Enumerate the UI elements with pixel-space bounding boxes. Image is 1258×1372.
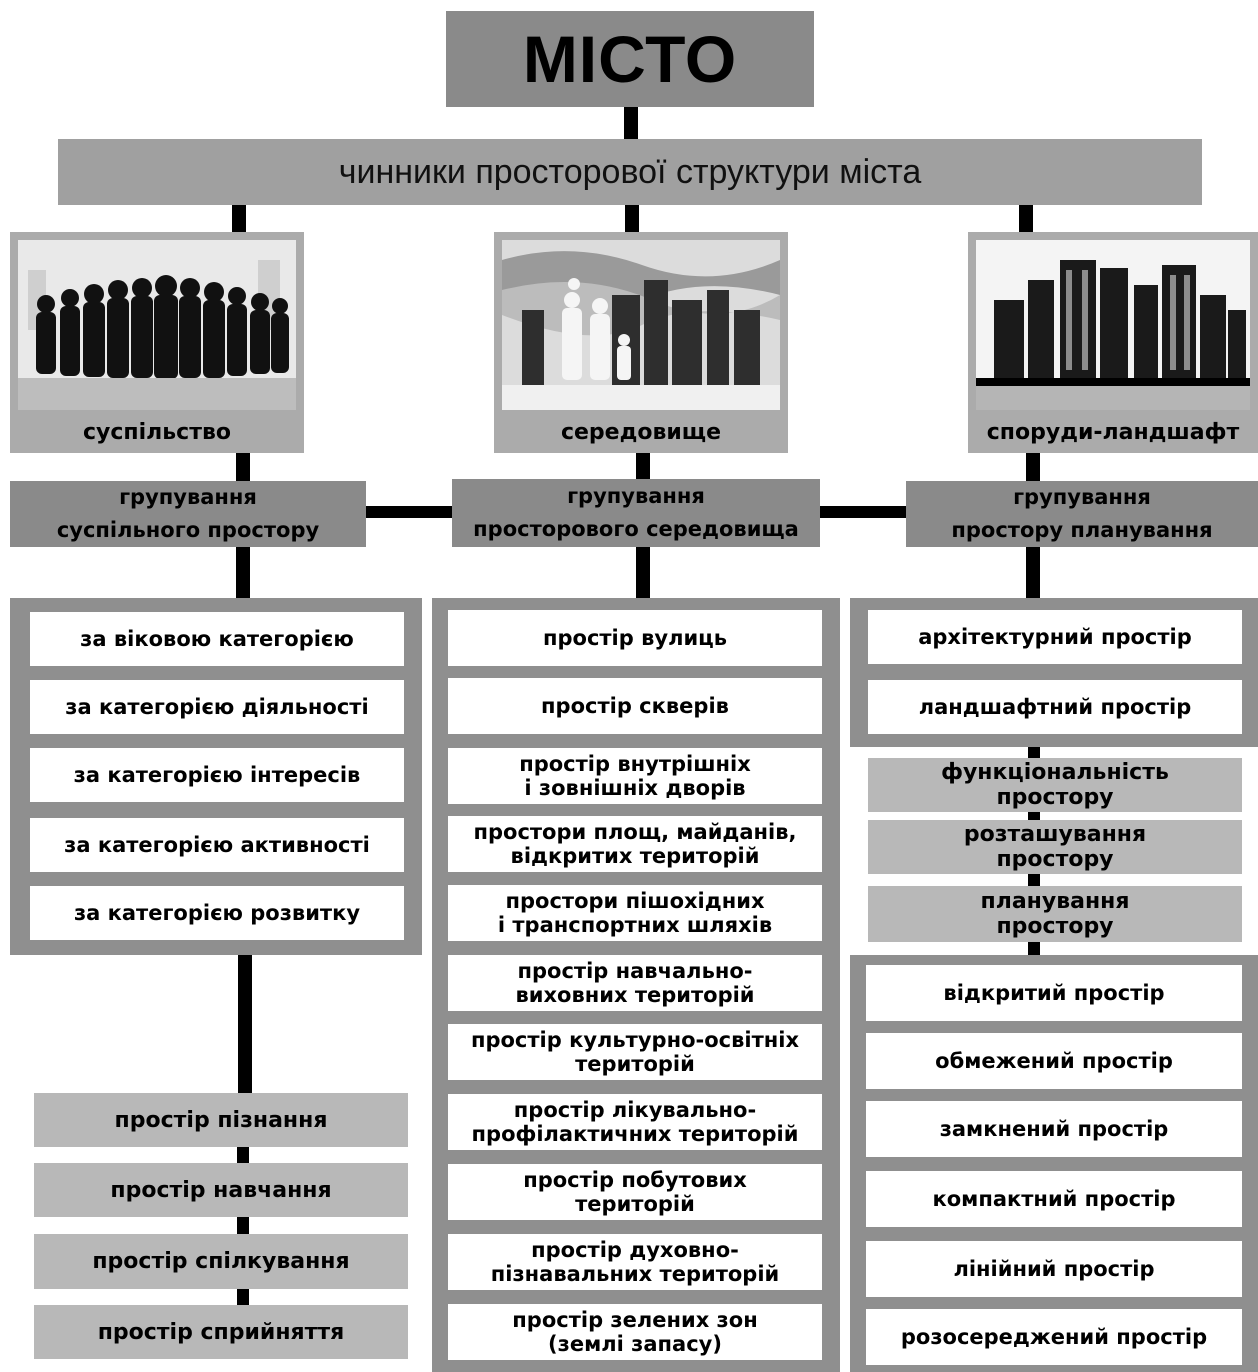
planning-factor-item: розташування простору (868, 820, 1242, 874)
list-item: лінійний простір (866, 1241, 1242, 1297)
list-item: відкритий простір (866, 965, 1242, 1021)
category-society: суспільство (10, 232, 304, 453)
social-items-panel: за віковою категорією за категорією діял… (10, 598, 422, 955)
social-space-item: простір пізнання (34, 1093, 408, 1147)
list-item: простір зелених зон (землі запасу) (448, 1304, 822, 1360)
connector (238, 954, 252, 1094)
list-item: простір духовно- пізнавальних територій (448, 1234, 822, 1290)
list-item: простори площ, майданів, відкритих терит… (448, 816, 822, 872)
planning-factor-item: функціональність простору (868, 758, 1242, 812)
connector (1026, 452, 1040, 482)
category-label: суспільство (82, 420, 232, 445)
list-item: компактний простір (866, 1171, 1242, 1227)
connector (625, 204, 639, 232)
list-item: за категорією інтересів (30, 748, 404, 802)
planning-items-panel: архітектурний простір ландшафтний прості… (850, 598, 1258, 747)
connector (636, 452, 650, 480)
social-space-item: простір спілкування (34, 1234, 408, 1289)
diagram-title: МІСТО (446, 11, 814, 107)
group-social-space: групування суспільного простору (10, 481, 366, 547)
group-line-2: просторового середовища (473, 517, 799, 541)
list-item: простір культурно-освітніх територій (448, 1024, 822, 1080)
crowd-silhouette-image (18, 240, 296, 410)
category-label: середовище (560, 420, 722, 445)
category-label: споруди-ландшафт (986, 420, 1240, 445)
list-item: простір лікувально- профілактичних терит… (448, 1094, 822, 1150)
list-item: за віковою категорією (30, 612, 404, 666)
connector (820, 506, 906, 518)
list-item: замкнений простір (866, 1101, 1242, 1157)
connector (636, 546, 650, 598)
list-item: простір внутрішніх і зовнішніх дворів (448, 748, 822, 804)
group-spatial-environment: групування просторового середовища (452, 479, 820, 547)
connector (236, 452, 250, 482)
group-line-1: групування (1013, 485, 1151, 509)
list-item: простори пішохідних і транспортних шляхі… (448, 885, 822, 941)
list-item: архітектурний простір (868, 610, 1242, 664)
connector (366, 506, 452, 518)
group-planning-space: групування простору планування (906, 481, 1258, 547)
category-buildings-landscape: споруди-ландшафт (968, 232, 1258, 453)
diagram-subtitle: чинники просторової структури міста (58, 139, 1202, 205)
list-item: простір навчально- виховних територій (448, 955, 822, 1011)
connector (237, 1216, 249, 1234)
list-item: ландшафтний простір (868, 680, 1242, 734)
category-environment: середовище (494, 232, 788, 453)
list-item: за категорією розвитку (30, 886, 404, 940)
group-line-1: групування (119, 485, 257, 509)
group-line-2: суспільного простору (56, 518, 320, 542)
group-line-1: групування (567, 484, 705, 508)
family-in-city-image (502, 240, 780, 410)
social-space-item: простір навчання (34, 1163, 408, 1217)
planning-factor-item: планування простору (868, 886, 1242, 942)
list-item: розосереджений простір (866, 1309, 1242, 1365)
list-item: простір вулиць (448, 610, 822, 666)
list-item: за категорією діяльності (30, 680, 404, 734)
environment-items-panel: простір вулиць простір скверів простір в… (432, 598, 840, 1372)
list-item: за категорією активності (30, 818, 404, 872)
list-item: простір побутових територій (448, 1164, 822, 1220)
connector (1019, 204, 1033, 232)
group-line-2: простору планування (951, 518, 1213, 542)
connector (237, 1146, 249, 1164)
connector (232, 204, 246, 232)
connector (624, 106, 638, 140)
connector (236, 546, 250, 600)
skyline-image (976, 240, 1250, 410)
connector (237, 1288, 249, 1306)
list-item: обмежений простір (866, 1033, 1242, 1089)
list-item: простір скверів (448, 678, 822, 734)
connector (1026, 546, 1040, 600)
planning-types-panel: відкритий простір обмежений простір замк… (850, 955, 1258, 1372)
social-space-item: простір сприйняття (34, 1305, 408, 1359)
